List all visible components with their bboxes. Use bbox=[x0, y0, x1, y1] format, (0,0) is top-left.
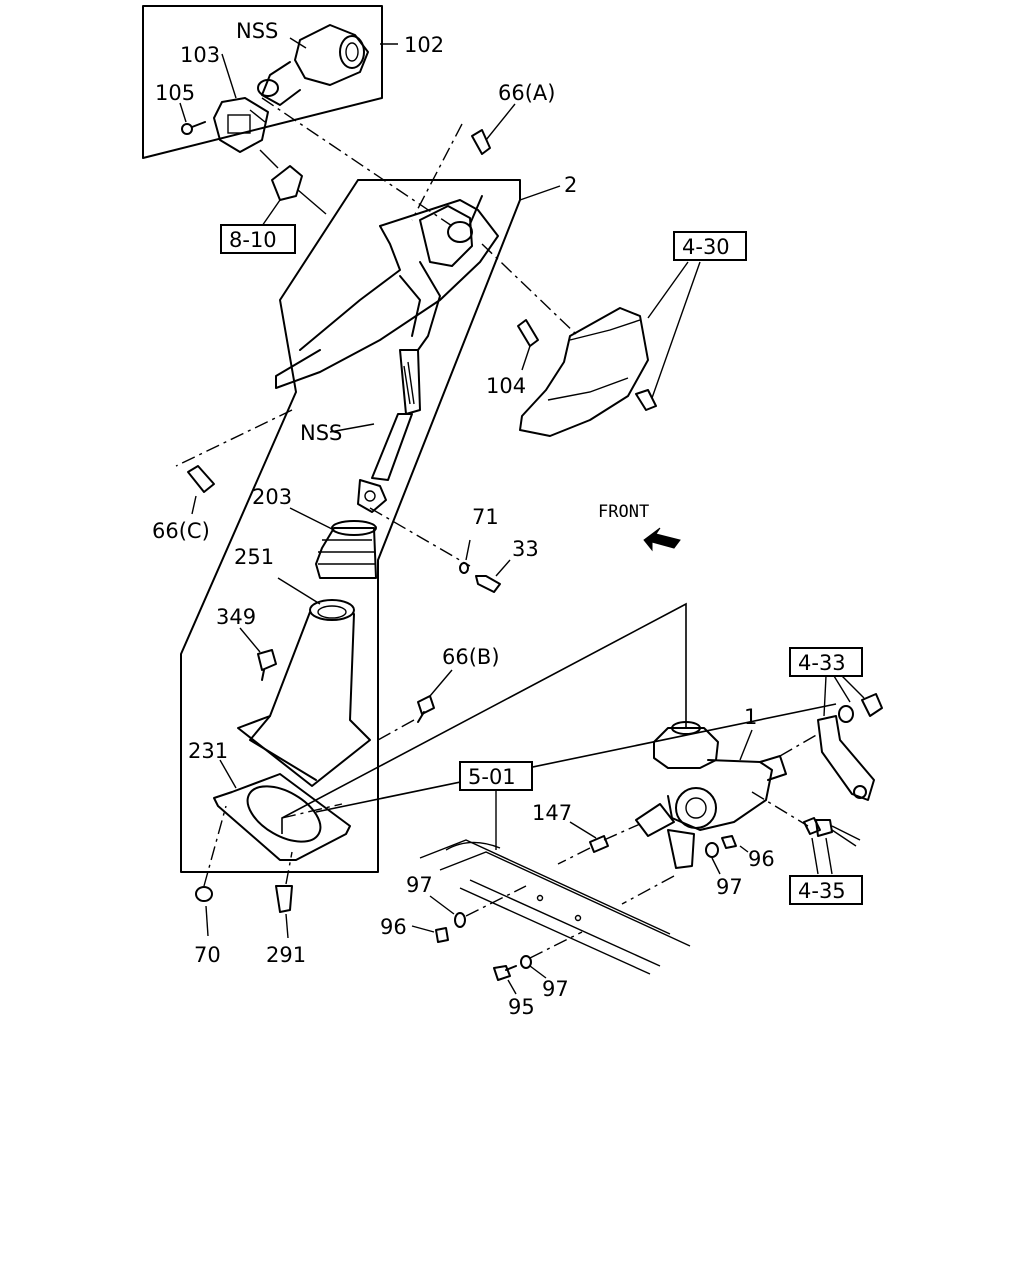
nut-70-drawing: 70 bbox=[194, 805, 227, 967]
ref-box-4-35 bbox=[789, 875, 863, 905]
pitman-arm-drawing: 4-33 bbox=[779, 647, 883, 801]
steering-column-drawing: NSS bbox=[275, 195, 499, 513]
callout-102: 102 bbox=[404, 33, 444, 57]
clip-349-drawing: 349 bbox=[216, 605, 277, 681]
callout-104: 104 bbox=[486, 374, 526, 398]
ref-4-33: 4-33 bbox=[798, 651, 846, 675]
column-cover-drawing: 4-30 bbox=[519, 231, 747, 437]
callout-nss-mid: NSS bbox=[300, 421, 342, 445]
callout-71: 71 bbox=[472, 505, 499, 529]
bolt-66a-drawing: 66(A) bbox=[471, 81, 555, 155]
callout-97-bottom: 97 bbox=[542, 977, 569, 1001]
callout-103: 103 bbox=[180, 43, 220, 67]
callout-66c: 66(C) bbox=[152, 519, 210, 543]
key-switch-drawing bbox=[213, 97, 269, 153]
connector-8-10-drawing: 8-10 bbox=[220, 149, 327, 254]
column-frame: 2 bbox=[180, 173, 577, 873]
callout-97-left: 97 bbox=[406, 873, 433, 897]
callout-291: 291 bbox=[266, 943, 306, 967]
ref-4-30: 4-30 bbox=[682, 235, 730, 259]
plate-231-drawing: 231 bbox=[188, 739, 351, 861]
callout-2: 2 bbox=[564, 173, 577, 197]
front-arrow-icon bbox=[643, 527, 681, 552]
boot-251-drawing: 251 bbox=[234, 545, 371, 787]
callout-66a: 66(A) bbox=[498, 81, 555, 105]
ref-box-5-01 bbox=[459, 761, 533, 791]
callout-105: 105 bbox=[155, 81, 195, 105]
lock-assembly-inset: 102 NSS 103 105 bbox=[142, 5, 444, 159]
ref-box-8-10 bbox=[220, 224, 296, 254]
ref-5-01: 5-01 bbox=[468, 765, 516, 789]
bolt-66b-drawing: 66(B) bbox=[417, 645, 500, 723]
callout-96-left: 96 bbox=[380, 915, 407, 939]
ref-8-10: 8-10 bbox=[229, 228, 277, 252]
callout-1: 1 bbox=[744, 705, 757, 729]
ref-box-4-30 bbox=[673, 231, 747, 261]
callout-33: 33 bbox=[512, 537, 539, 561]
callout-231: 231 bbox=[188, 739, 228, 763]
callout-203: 203 bbox=[252, 485, 292, 509]
callout-349: 349 bbox=[216, 605, 256, 629]
callout-97-right: 97 bbox=[716, 875, 743, 899]
callout-nss-top: NSS bbox=[236, 19, 278, 43]
washer-nut-right-drawing: 96 97 bbox=[621, 835, 775, 905]
ref-box-4-33 bbox=[789, 647, 863, 677]
front-label: FRONT bbox=[598, 502, 649, 522]
boot-203-drawing: 203 bbox=[252, 485, 377, 579]
lock-cylinder-drawing bbox=[257, 24, 369, 106]
bolt-104-drawing: 104 bbox=[486, 319, 539, 398]
fittings-4-35-drawing: 4-35 bbox=[751, 791, 863, 905]
callout-251: 251 bbox=[234, 545, 274, 569]
front-indicator: FRONT bbox=[598, 502, 681, 552]
washer-nut-left-drawing: 97 96 bbox=[380, 873, 527, 943]
frame-rail-drawing: 5-01 bbox=[419, 761, 691, 975]
callout-70: 70 bbox=[194, 943, 221, 967]
bolt-95-washer-97-drawing: 95 97 bbox=[493, 931, 583, 1019]
screw-105-drawing bbox=[181, 121, 206, 135]
clip-71-bolt-33-drawing: 71 33 bbox=[459, 505, 539, 593]
clip-291-drawing: 291 bbox=[266, 851, 306, 967]
ref-4-35: 4-35 bbox=[798, 879, 846, 903]
callout-95: 95 bbox=[508, 995, 535, 1019]
callout-96-right: 96 bbox=[748, 847, 775, 871]
callout-66b: 66(B) bbox=[442, 645, 500, 669]
callout-147: 147 bbox=[532, 801, 572, 825]
bolt-66c-drawing: 66(C) bbox=[152, 465, 215, 543]
steering-gear-drawing: 1 bbox=[635, 705, 787, 869]
stud-147-drawing: 147 bbox=[532, 801, 641, 865]
